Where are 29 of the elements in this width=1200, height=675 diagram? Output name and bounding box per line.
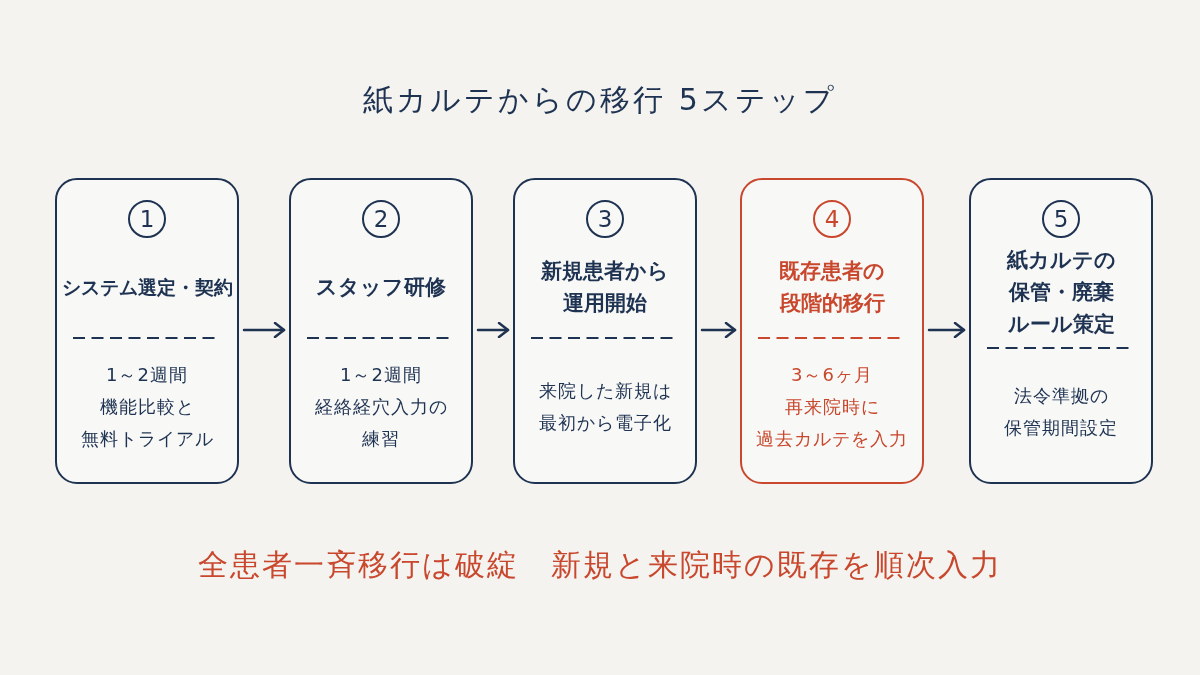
step-title: 既存患者の段階的移行 xyxy=(779,258,885,317)
step-number: 2 xyxy=(362,200,400,238)
step-title: システム選定・契約 xyxy=(61,275,233,300)
step-card xyxy=(740,178,924,484)
caption: 全患者一斉移行は破綻 新規と来院時の既存を順次入力 xyxy=(198,546,1002,584)
step-title: スタッフ研修 xyxy=(316,274,446,301)
step-card xyxy=(969,178,1153,484)
description-text: 経絡経穴入力の練習 xyxy=(314,395,448,451)
duration-text: 1～2週間 xyxy=(340,363,422,387)
description-text: 法令準拠の保管期間設定 xyxy=(1004,384,1118,440)
step-number: 1 xyxy=(128,200,166,238)
step-number: 4 xyxy=(813,200,851,238)
arrow xyxy=(927,321,966,339)
step-title: 紙カルテの保管・廃棄ルール策定 xyxy=(1006,247,1116,338)
step-number: 5 xyxy=(1042,200,1080,238)
step-card xyxy=(55,178,239,484)
arrow xyxy=(476,321,510,339)
step-title: 新規患者から運用開始 xyxy=(541,258,669,317)
step-card xyxy=(289,178,473,484)
arrow xyxy=(700,321,737,339)
description-text: 来院した新規は最初から電子化 xyxy=(538,379,672,435)
step-number: 3 xyxy=(586,200,624,238)
title: 紙カルテからの移行 5ステップ xyxy=(363,81,837,119)
description-text: 機能比較と無料トライアル xyxy=(80,395,214,451)
arrow xyxy=(242,321,286,339)
duration-text: 3～6ヶ月 xyxy=(791,363,873,387)
duration-text: 1～2週間 xyxy=(106,363,188,387)
description-text: 再来院時に過去カルテを入力 xyxy=(756,395,908,451)
step-card xyxy=(513,178,697,484)
